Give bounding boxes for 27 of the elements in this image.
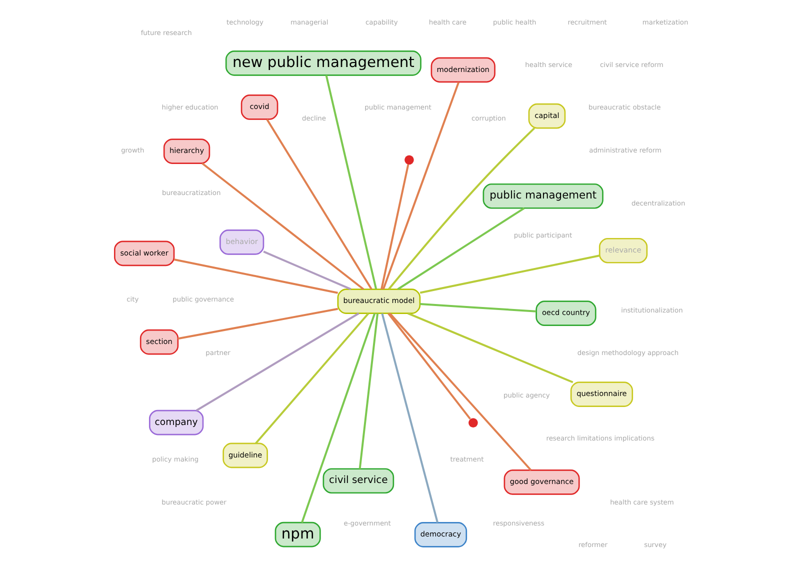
connector [300,313,376,523]
connector [419,302,536,312]
node-box: public management [482,183,603,209]
connector [396,207,524,290]
connector [201,162,364,290]
connector [254,312,369,444]
connector [406,312,573,384]
connector [419,254,600,294]
node-box: new public management [224,50,421,76]
node-box: npm [274,522,320,548]
connector [380,313,438,523]
connector [266,118,372,290]
connector [262,250,351,290]
connector [387,312,470,420]
node-box: company [148,410,204,436]
connector [382,82,460,290]
connector [173,258,338,294]
connector [177,308,338,340]
connector [358,313,378,469]
node-circle [468,418,478,428]
connector [324,75,377,290]
connector [195,312,359,412]
node-box: civil service [322,468,394,494]
connector [388,127,535,290]
connector [388,312,532,471]
node-circle [404,155,414,165]
connector [380,164,409,290]
